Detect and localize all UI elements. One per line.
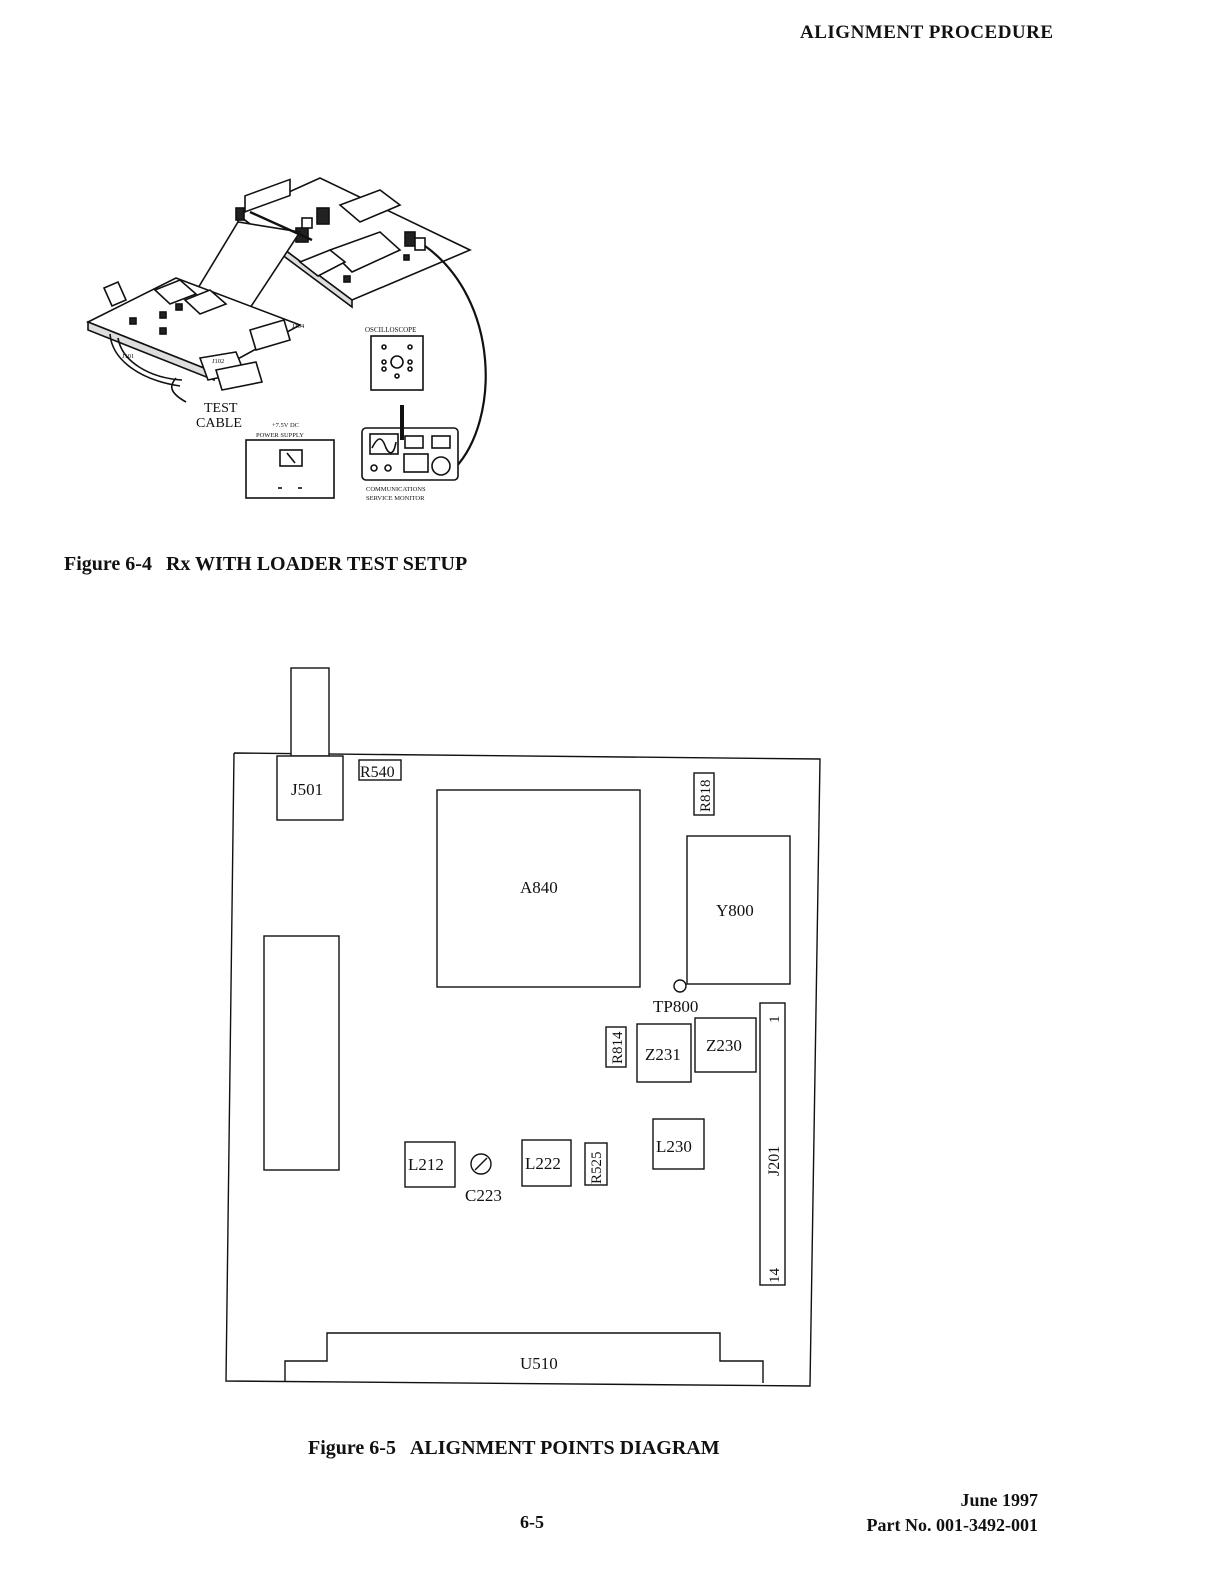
power-supply-label-voltage: +7.5V DC	[272, 422, 299, 429]
l230-box	[652, 1118, 705, 1170]
figure-6-5-number: Figure 6-5	[308, 1437, 396, 1459]
power-supply-label-name: POWER SUPPLY	[256, 432, 304, 439]
c223-label: C223	[465, 1186, 502, 1205]
j201-pin-14-label: 14	[767, 1268, 783, 1284]
l212-label: L212	[408, 1155, 444, 1174]
j201-pin-1-label: 1	[767, 1016, 783, 1024]
l212-box	[404, 1141, 456, 1188]
u510-outline	[284, 1332, 764, 1383]
board-outline	[225, 752, 821, 1387]
figure-6-5-caption: Figure 6-5 ALIGNMENT POINTS DIAGRAM	[308, 1437, 720, 1460]
footer-part-number: Part No. 001-3492-001	[866, 1515, 1038, 1535]
z230-label: Z230	[706, 1036, 742, 1055]
section-header: ALIGNMENT PROCEDURE	[800, 22, 1054, 43]
r818-label: R818	[698, 779, 714, 812]
a840-label: A840	[520, 878, 558, 897]
r814-box	[605, 1026, 627, 1068]
u510-label: U510	[520, 1354, 558, 1373]
figure-6-4-illustration: TEST CABLE J104 J101 J102 OSCILLOSCOPE +…	[86, 177, 487, 502]
r814-label: R814	[610, 1031, 626, 1064]
y800-label: Y800	[716, 901, 754, 920]
test-cable-label-test: TEST	[204, 401, 238, 416]
left-connector-box	[263, 935, 340, 1171]
oscilloscope-box	[370, 335, 424, 391]
r540-label: R540	[360, 764, 395, 781]
z231-box	[636, 1023, 692, 1083]
y800-box	[686, 835, 791, 985]
l222-box	[521, 1139, 572, 1187]
j501-tab	[290, 667, 330, 757]
r540-box	[358, 759, 402, 781]
test-cable-label-cable: CABLE	[196, 416, 242, 431]
z230-box	[694, 1017, 757, 1073]
service-monitor-label-line2: SERVICE MONITOR	[366, 495, 425, 502]
j201-label: J201	[766, 1146, 783, 1176]
l222-label: L222	[525, 1154, 561, 1173]
j501-label: J501	[291, 780, 323, 799]
tp800-label: TP800	[653, 997, 698, 1016]
tp800-circle	[673, 979, 687, 993]
rf-cable	[424, 245, 487, 469]
r525-label: R525	[589, 1151, 605, 1184]
j102-label: J102	[212, 358, 224, 365]
figure-6-5-title: ALIGNMENT POINTS DIAGRAM	[409, 1437, 720, 1459]
service-monitor-label-line1: COMMUNICATIONS	[366, 486, 426, 493]
figure-6-4-number: Figure 6-4	[64, 553, 152, 575]
figure-6-4-caption: Figure 6-4 Rx WITH LOADER TEST SETUP	[64, 553, 467, 576]
a840-box	[436, 789, 641, 988]
j201-box	[759, 1002, 786, 1286]
r818-box	[693, 772, 715, 816]
r525-box	[584, 1142, 608, 1186]
j501-box	[276, 755, 344, 821]
figure-6-4-title: Rx WITH LOADER TEST SETUP	[165, 553, 468, 575]
j104-label: J104	[292, 323, 305, 330]
oscilloscope-label: OSCILLOSCOPE	[365, 326, 416, 334]
z231-label: Z231	[645, 1045, 681, 1064]
l230-label: L230	[656, 1137, 692, 1156]
page-number: 6-5	[520, 1512, 544, 1532]
footer-date: June 1997	[960, 1490, 1038, 1510]
j101-label: J101	[122, 353, 134, 360]
